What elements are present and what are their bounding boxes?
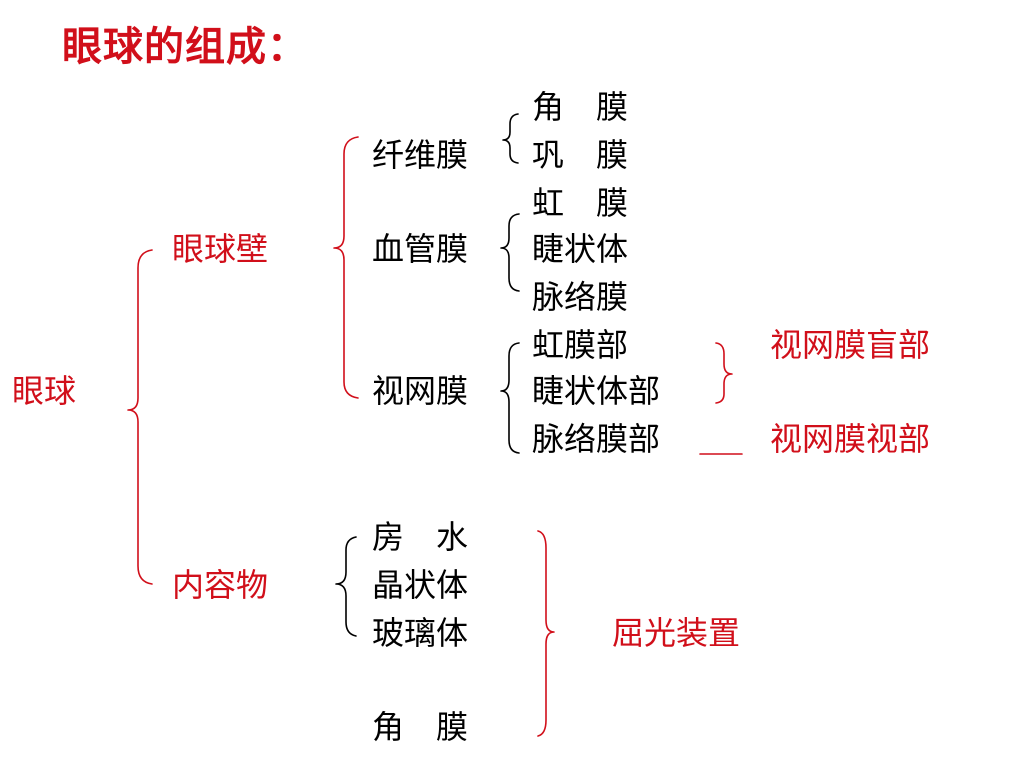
node-refractive-apparatus: 屈光装置 [612, 614, 741, 652]
node-cornea-refractive: 角 膜 [372, 708, 469, 746]
brace-eyeball-wall [333, 136, 359, 399]
node-choroid-part: 脉络膜部 [532, 420, 661, 458]
node-iris-part: 虹膜部 [532, 326, 629, 364]
node-retina: 视网膜 [372, 372, 469, 410]
node-eyeball: 眼球 [12, 372, 77, 410]
brace-retina [500, 342, 520, 454]
node-iris: 虹 膜 [532, 184, 629, 222]
node-aqueous-humor: 房 水 [372, 518, 469, 556]
node-fibrous-tunic: 纤维膜 [372, 136, 469, 174]
brace-fibrous [502, 113, 519, 164]
node-cornea: 角 膜 [532, 88, 629, 126]
node-vascular-tunic: 血管膜 [372, 230, 469, 268]
brace-eyeball [127, 249, 153, 585]
node-contents: 内容物 [172, 566, 269, 604]
brace-blind-retina [715, 342, 733, 404]
node-choroid: 脉络膜 [532, 278, 629, 316]
brace-refractive [537, 530, 555, 737]
brace-contents [335, 536, 357, 637]
page-title: 眼球的组成： [62, 23, 308, 70]
node-ciliary-part: 睫状体部 [532, 372, 661, 410]
node-sclera: 巩 膜 [532, 136, 629, 174]
node-vitreous-body: 玻璃体 [372, 614, 469, 652]
node-blind-retina: 视网膜盲部 [770, 326, 931, 364]
brace-vascular [500, 213, 520, 292]
node-ciliary-body: 睫状体 [532, 230, 629, 268]
node-lens: 晶状体 [372, 566, 469, 604]
node-optic-retina: 视网膜视部 [770, 420, 931, 458]
node-eyeball-wall: 眼球壁 [172, 230, 269, 268]
